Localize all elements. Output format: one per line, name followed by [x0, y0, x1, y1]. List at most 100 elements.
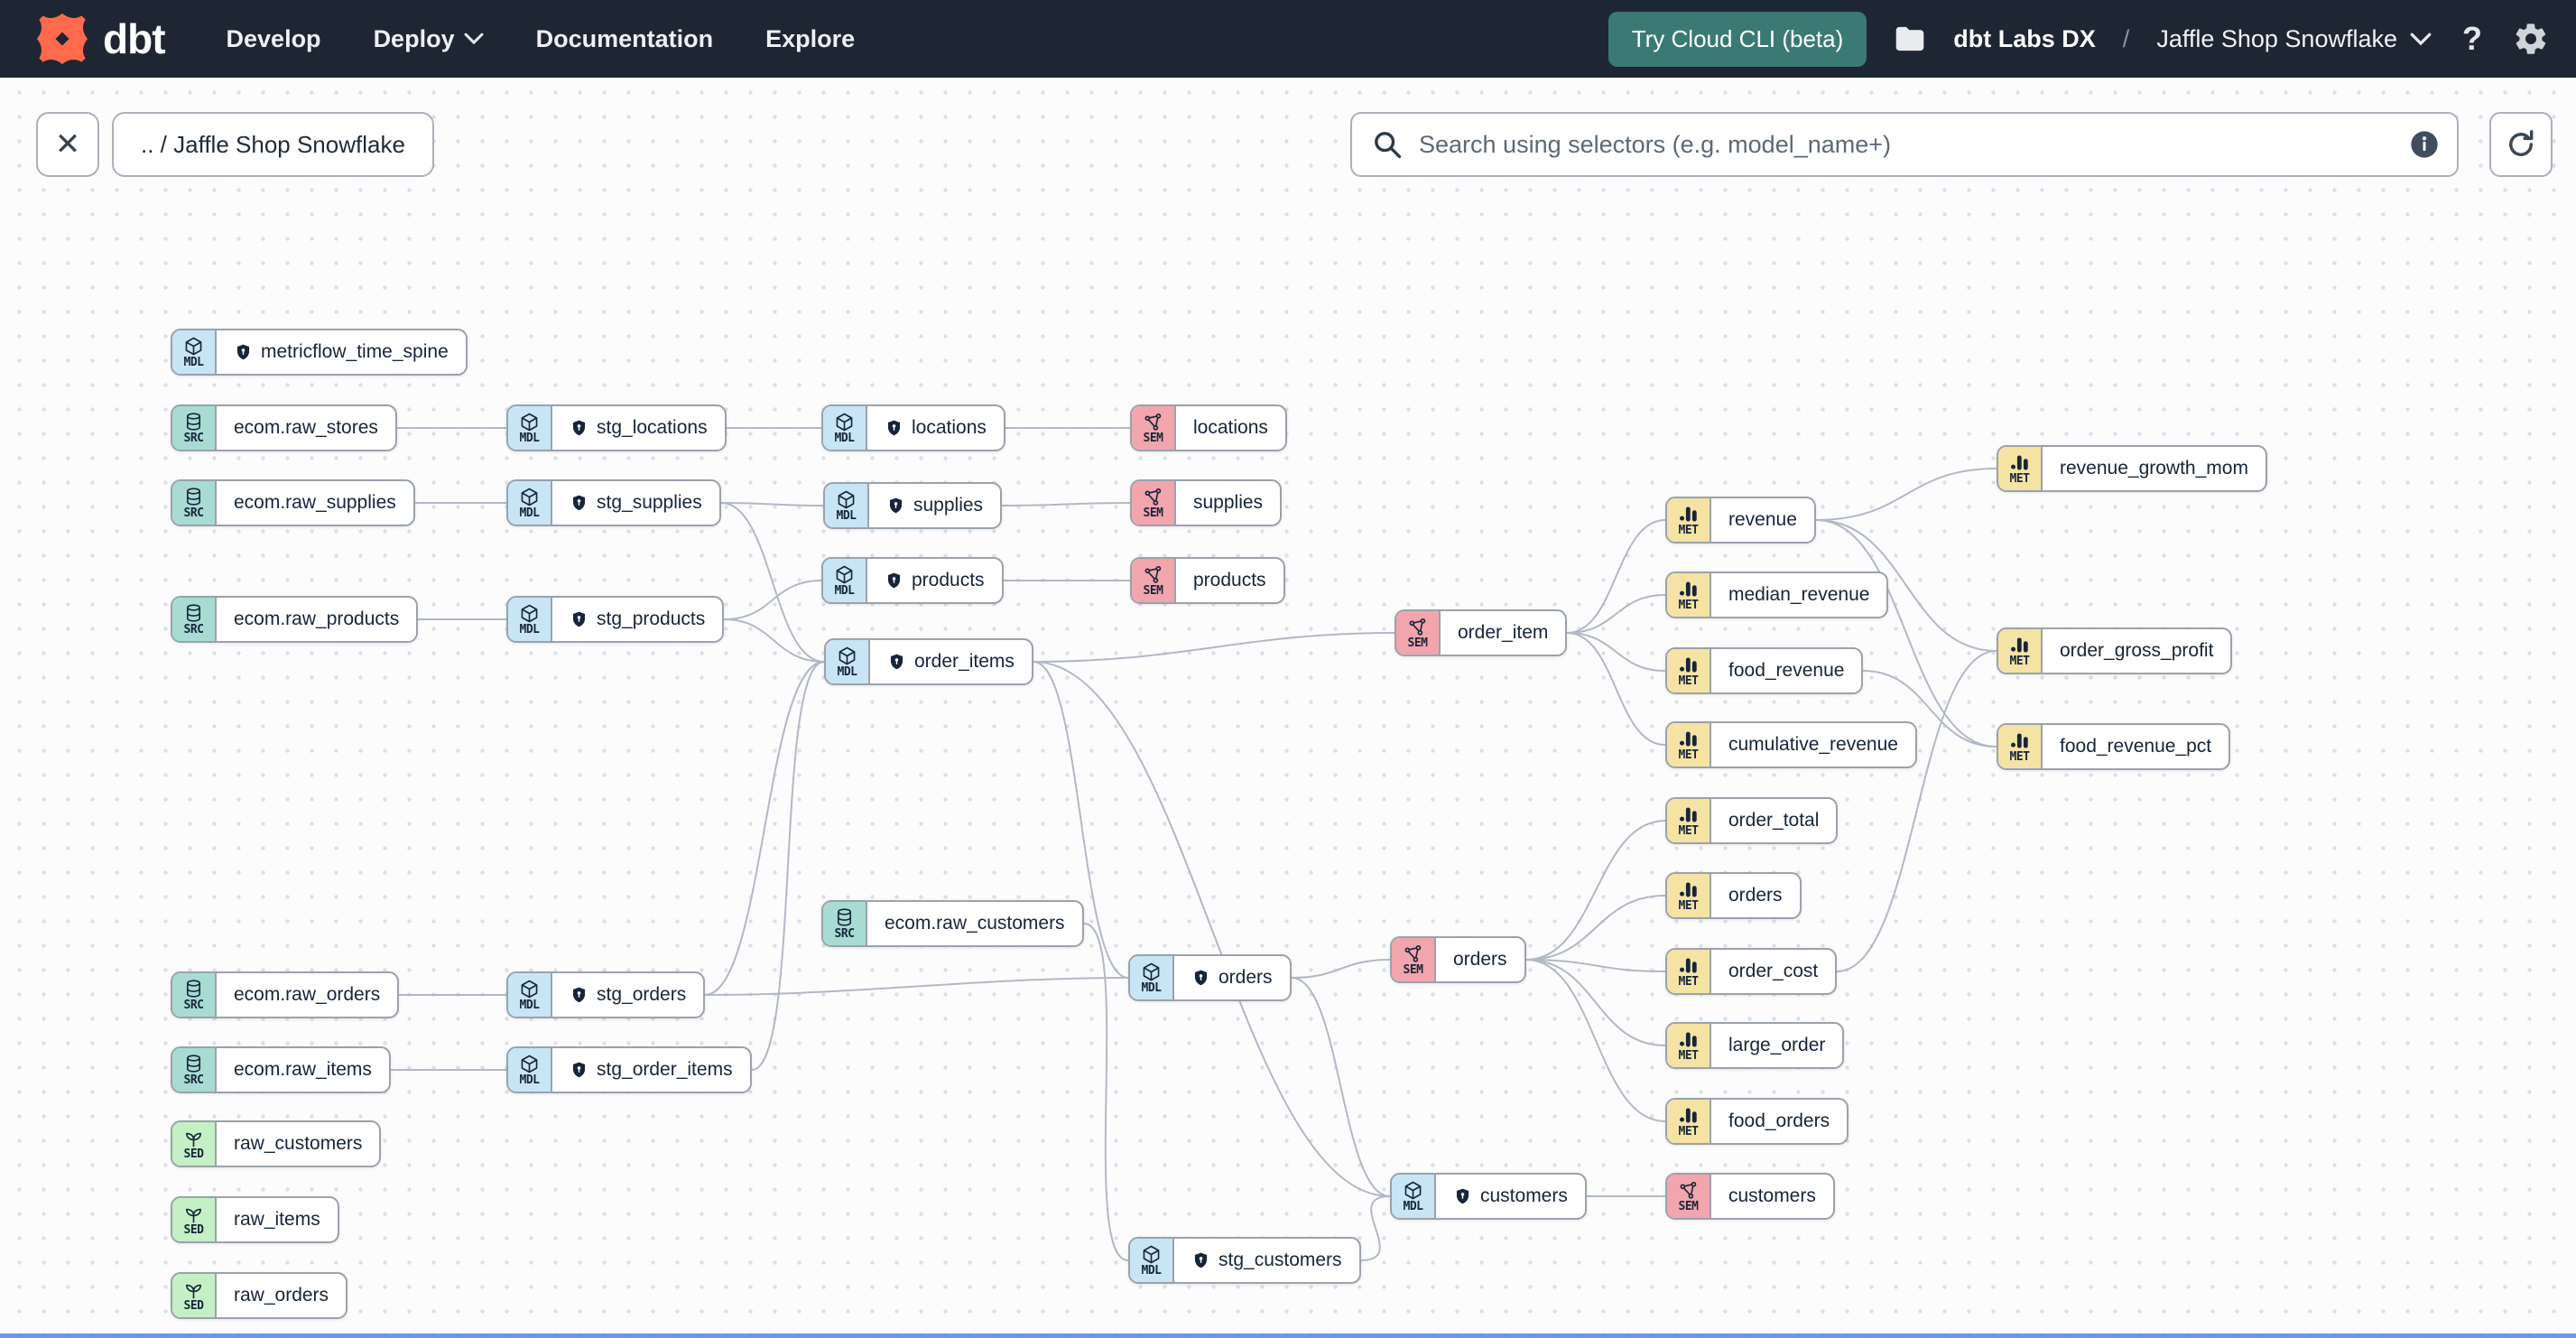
node-body: revenue — [1711, 498, 1814, 542]
lineage-edge-stg_products--products_mdl — [723, 580, 822, 620]
node-label: order_cost — [1728, 961, 1819, 981]
node-type-badge: MDL — [1130, 956, 1174, 999]
node-type-label: SEM — [1678, 1200, 1699, 1214]
info-icon[interactable] — [2410, 130, 2439, 159]
node-type-badge: MDL — [508, 973, 552, 1017]
node-label: revenue — [1728, 509, 1797, 530]
shield-icon — [885, 571, 903, 590]
search-input[interactable] — [1417, 129, 2395, 160]
lineage-edge-revenue--food_revenue_pct — [1815, 519, 1997, 748]
node-type-label: SRC — [183, 623, 204, 637]
help-icon[interactable]: ? — [2462, 20, 2482, 57]
nav-item-documentation[interactable]: Documentation — [536, 25, 714, 53]
node-body: stg_customers — [1174, 1239, 1359, 1282]
shield-icon — [1191, 969, 1210, 988]
node-body: food_orders — [1711, 1100, 1847, 1143]
lineage-edge-order_items_mdl--orders_mdl — [1033, 661, 1129, 979]
metric-chart-icon — [1680, 958, 1697, 973]
dbt-logo[interactable]: dbt — [34, 11, 166, 67]
shield-icon — [234, 343, 253, 362]
node-type-label: SRC — [183, 506, 204, 521]
node-body: orders — [1174, 956, 1290, 999]
nav-item-label: Documentation — [535, 24, 714, 52]
graph-node-order_cost[interactable]: MET order_cost — [1665, 948, 1838, 995]
node-type-badge: MET — [1667, 649, 1711, 692]
close-lineage-button[interactable]: ✕ — [36, 112, 99, 177]
search-icon — [1375, 132, 1402, 159]
lineage-breadcrumb[interactable]: .. / Jaffle Shop Snowflake — [112, 112, 434, 177]
node-type-label: SEM — [1143, 432, 1163, 446]
nav-item-explore[interactable]: Explore — [765, 25, 855, 53]
account-name[interactable]: dbt Labs DX — [1953, 24, 2096, 52]
try-cloud-cli-button[interactable]: Try Cloud CLI (beta) — [1608, 11, 1867, 67]
project-selector[interactable]: Jaffle Shop Snowflake — [2156, 25, 2432, 53]
node-type-label: MET — [1678, 748, 1699, 763]
nav-item-deploy[interactable]: Deploy — [374, 25, 484, 53]
node-type-label: MET — [1678, 975, 1699, 990]
refresh-button[interactable] — [2489, 112, 2553, 177]
node-type-badge: MDL — [172, 330, 217, 374]
node-body: order_item — [1441, 611, 1565, 655]
node-type-label: SED — [183, 1299, 204, 1314]
node-label: food_orders — [1728, 1110, 1830, 1131]
model-cube-icon — [836, 565, 853, 584]
node-type-badge: MET — [1998, 725, 2043, 768]
node-type-label: MET — [1678, 674, 1699, 689]
nav-item-label: Develop — [226, 24, 321, 52]
node-body: products — [1176, 559, 1283, 602]
shield-icon — [570, 1061, 588, 1080]
seed-sprout-icon — [186, 1284, 201, 1299]
gear-icon[interactable] — [2513, 21, 2549, 57]
node-type-label: SRC — [183, 1073, 204, 1088]
logo-text: dbt — [103, 15, 166, 62]
metric-chart-icon — [1680, 1032, 1697, 1047]
lineage-edge-stg_order_items--order_items_mdl — [751, 661, 825, 1071]
lineage-edge-orders_sem--order_cost — [1525, 959, 1666, 972]
nav-item-develop[interactable]: Develop — [227, 25, 321, 53]
node-type-badge: MDL — [823, 406, 867, 450]
lineage-edge-order_item_sem--median_revenue — [1566, 594, 1666, 634]
node-type-badge: MDL — [1130, 1239, 1174, 1282]
